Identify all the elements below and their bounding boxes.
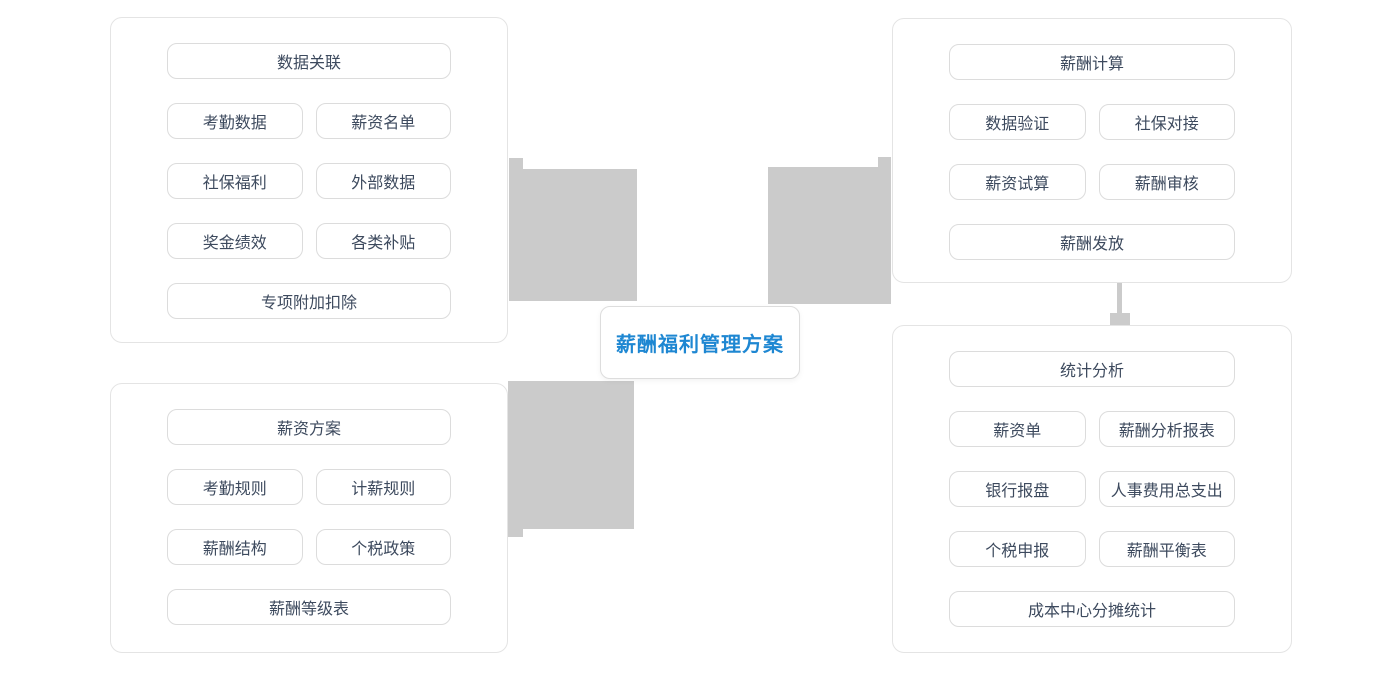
node-button[interactable]: 考勤数据 (167, 103, 303, 139)
panel-row: 银行报盘 人事费用总支出 (949, 471, 1235, 507)
panel-row: 考勤规则 计薪规则 (167, 469, 451, 505)
panel-row: 成本中心分摊统计 (949, 591, 1235, 627)
connector-right-vertical-end (1110, 313, 1130, 325)
node-button[interactable]: 成本中心分摊统计 (949, 591, 1235, 627)
panel-row: 薪资单 薪酬分析报表 (949, 411, 1235, 447)
central-title-node[interactable]: 薪酬福利管理方案 (600, 306, 800, 379)
node-button[interactable]: 薪资名单 (315, 103, 451, 139)
node-button[interactable]: 专项附加扣除 (167, 283, 451, 319)
node-button[interactable]: 个税申报 (949, 531, 1086, 567)
panel-salary-plan: 薪资方案 考勤规则 计薪规则 薪酬结构 个税政策 薪酬等级表 (110, 383, 508, 653)
panel-row: 薪酬等级表 (167, 589, 451, 625)
node-button[interactable]: 个税政策 (315, 529, 451, 565)
node-button[interactable]: 社保对接 (1098, 104, 1235, 140)
panel-row: 薪酬结构 个税政策 (167, 529, 451, 565)
node-button[interactable]: 薪酬等级表 (167, 589, 451, 625)
node-button[interactable]: 各类补贴 (315, 223, 451, 259)
node-button[interactable]: 考勤规则 (167, 469, 303, 505)
panel-row: 个税申报 薪酬平衡表 (949, 531, 1235, 567)
panel-row: 数据关联 (167, 43, 451, 79)
node-button[interactable]: 银行报盘 (949, 471, 1086, 507)
panel-row: 考勤数据 薪资名单 (167, 103, 451, 139)
node-button[interactable]: 薪酬结构 (167, 529, 303, 565)
panel-row: 奖金绩效 各类补贴 (167, 223, 451, 259)
node-button[interactable]: 薪资方案 (167, 409, 451, 445)
node-button[interactable]: 薪资试算 (949, 164, 1086, 200)
node-button[interactable]: 数据验证 (949, 104, 1086, 140)
node-button[interactable]: 数据关联 (167, 43, 451, 79)
connector-bottom-left-block (508, 381, 634, 529)
connector-right-vertical-line (1117, 283, 1122, 314)
node-button[interactable]: 计薪规则 (315, 469, 451, 505)
node-button[interactable]: 薪酬平衡表 (1098, 531, 1235, 567)
panel-row: 薪资试算 薪酬审核 (949, 164, 1235, 200)
panel-data-association: 数据关联 考勤数据 薪资名单 社保福利 外部数据 奖金绩效 各类补贴 专项附加扣… (110, 17, 508, 343)
panel-row: 薪酬发放 (949, 224, 1235, 260)
panel-row: 薪资方案 (167, 409, 451, 445)
node-button[interactable]: 外部数据 (315, 163, 451, 199)
connector-top-left-notch (509, 158, 523, 170)
panel-row: 专项附加扣除 (167, 283, 451, 319)
connector-top-left-block (509, 169, 637, 301)
panel-row: 统计分析 (949, 351, 1235, 387)
panel-salary-calculation: 薪酬计算 数据验证 社保对接 薪资试算 薪酬审核 薪酬发放 (892, 18, 1292, 283)
panel-row: 薪酬计算 (949, 44, 1235, 80)
panel-row: 社保福利 外部数据 (167, 163, 451, 199)
node-button[interactable]: 薪酬审核 (1098, 164, 1235, 200)
connector-top-right-notch (878, 157, 891, 168)
node-button[interactable]: 薪资单 (949, 411, 1086, 447)
connector-bottom-left-notch (508, 529, 523, 537)
node-button[interactable]: 奖金绩效 (167, 223, 303, 259)
connector-top-right-block (768, 167, 891, 304)
node-button[interactable]: 统计分析 (949, 351, 1235, 387)
node-button[interactable]: 社保福利 (167, 163, 303, 199)
node-button[interactable]: 薪酬发放 (949, 224, 1235, 260)
node-button[interactable]: 薪酬计算 (949, 44, 1235, 80)
panel-row: 数据验证 社保对接 (949, 104, 1235, 140)
panel-statistics-analysis: 统计分析 薪资单 薪酬分析报表 银行报盘 人事费用总支出 个税申报 薪酬平衡表 … (892, 325, 1292, 653)
node-button[interactable]: 薪酬分析报表 (1098, 411, 1235, 447)
node-button[interactable]: 人事费用总支出 (1098, 471, 1235, 507)
